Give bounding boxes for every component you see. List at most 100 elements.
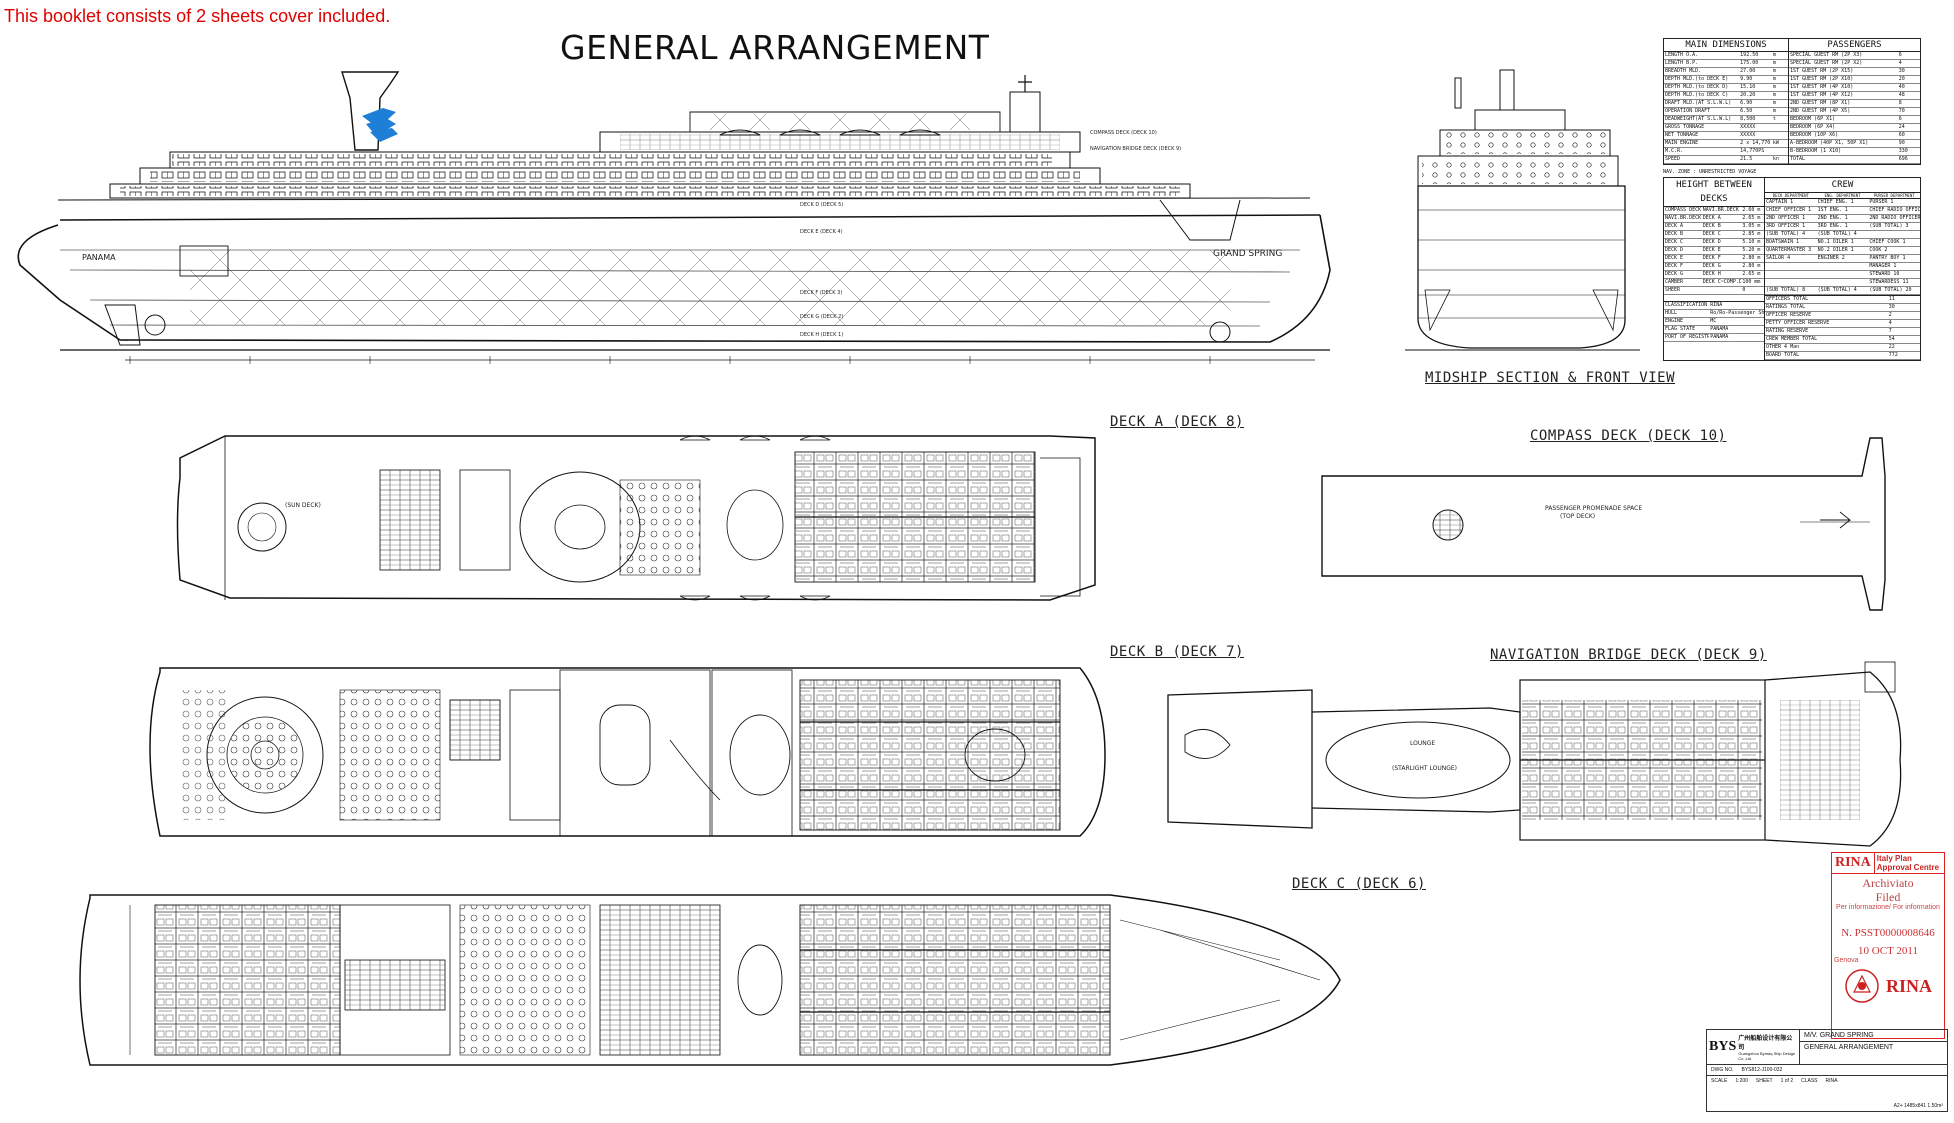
table-cell: 20 — [1898, 76, 1905, 82]
table-cell: DECK H — [1702, 271, 1721, 277]
table-cell: NO.2 OILER 1 — [1817, 247, 1854, 253]
table-cell: 696 — [1898, 156, 1908, 162]
table-cell: M.C.R. — [1665, 148, 1684, 154]
table-cell: Ro/Ro-Passenger Ship — [1710, 310, 1764, 316]
table-cell: 22 — [1888, 344, 1895, 350]
table-cell: PANAMA — [1710, 326, 1729, 332]
table-cell: SPECIAL GUEST RM (2P X2) — [1790, 60, 1863, 66]
table-cell: DEPTH MLD.(to DECK E) — [1665, 76, 1729, 82]
table-cell: 5.20 m — [1742, 247, 1761, 253]
table-cell: 2.65 m — [1742, 215, 1761, 221]
profile-deck-label: DECK G (DECK 2) — [800, 314, 843, 320]
table-cell: DEPTH MLD.(to DECK D) — [1665, 84, 1729, 90]
deck-b-plan — [149, 667, 1106, 837]
table-cell: 2ND RADIO OFFICER 1 — [1869, 215, 1920, 221]
table-cell: 8 — [1898, 100, 1902, 106]
table-cell: DECK A — [1702, 215, 1721, 221]
table-cell: DEPTH MLD.(to DECK C) — [1665, 92, 1729, 98]
table-cell: m — [1772, 68, 1776, 74]
profile-deck-label: DECK D (DECK 5) — [800, 202, 843, 208]
table-cell: m — [1772, 52, 1776, 58]
table-cell: 27.00 — [1740, 68, 1756, 74]
table-cell: TOTAL — [1790, 156, 1806, 162]
sheet: 1 of 2 — [1780, 1078, 1794, 1084]
table-cell: NAVI.BR.DECK — [1665, 215, 1702, 221]
compass-space-label: PASSENGER PROMENADE SPACE — [1545, 505, 1642, 512]
table-cell: CHIEF OFFICER 1 — [1766, 207, 1812, 213]
label-deck-a: DECK A (DECK 8) — [1110, 414, 1244, 430]
table-cell: STEWARDESS 11 — [1869, 279, 1909, 285]
table-cell: 330 — [1898, 148, 1908, 154]
table-cell: 14,770PS — [1740, 148, 1765, 154]
profile-deck-label: DECK F (DECK 3) — [800, 290, 842, 296]
table-row: BEDROOM (6P X1)6 — [1789, 116, 1920, 124]
table-row: MANAGER 1 — [1765, 263, 1920, 271]
table-cell: SPEED — [1665, 156, 1681, 162]
table-cell: 8,500 — [1740, 116, 1756, 122]
table-cell: DECK G — [1665, 271, 1684, 277]
crew-column-header: PURSER DEPARTMENT — [1873, 193, 1915, 198]
table-cell: PETTY OFFICER RESERVE — [1766, 320, 1830, 326]
table-cell — [1765, 279, 1817, 286]
table-cell: 175.00 — [1740, 60, 1759, 66]
deck-a-plan: (SUN DECK) — [176, 435, 1096, 601]
drawing-title: GENERAL ARRANGEMENT — [560, 28, 990, 67]
table-cell: RATING RESERVE — [1766, 328, 1809, 334]
table-row: SPECIAL GUEST RM (2P X3)6 — [1789, 52, 1920, 60]
table-cell: DRAFT MLD.(AT S.L.W.L) — [1665, 100, 1732, 106]
table-cell: CHIEF COOK 1 — [1869, 239, 1906, 245]
table-cell: COMPASS DECK — [1665, 207, 1702, 213]
profile-deck-label: DECK E (DECK 4) — [800, 229, 843, 235]
table-cell: 60 — [1898, 132, 1905, 138]
table-row: SPECIAL GUEST RM (2P X2)4 — [1789, 60, 1920, 68]
stamp-org: RINA — [1832, 853, 1875, 873]
label-deck-b: DECK B (DECK 7) — [1110, 644, 1244, 660]
table-cell: 2.80 m — [1742, 255, 1761, 261]
table-cell: t — [1772, 116, 1776, 122]
table-cell — [1765, 271, 1817, 278]
table-row: M.C.R. 14,770PS — [1664, 148, 1788, 156]
table-cell: 2ND ENG. 1 — [1817, 215, 1848, 221]
table-cell: 772 — [1888, 352, 1898, 358]
table-cell: OPERATION DRAFT — [1665, 108, 1711, 114]
table-cell: BREADTH MLD. — [1665, 68, 1702, 74]
stamp-status-2: Filed — [1875, 890, 1901, 904]
table-cell: DECK C~COMP.DECK — [1702, 279, 1742, 285]
table-cell — [1817, 279, 1869, 286]
table-cell: OFFICERS TOTAL — [1766, 296, 1809, 302]
profile-deck-labels: COMPASS DECK (DECK 10) NAVIGATION BRIDGE… — [800, 130, 1181, 338]
table-cell: 3.05 m — [1742, 223, 1761, 229]
table-cell: 11 — [1888, 296, 1895, 302]
nav-zone: NAV. ZONE : UNRESTRICTED VOYAGE — [1663, 169, 1757, 175]
title-block-title: GENERAL ARRANGEMENT — [1804, 1044, 1894, 1051]
table-row: (SUB TOTAL) 4(SUB TOTAL) 4 — [1765, 231, 1920, 239]
table-cell: m — [1772, 76, 1776, 82]
title-block: BYS 广州船舶设计有限公司 Guangzhou Bymaq Ship Desi… — [1706, 1029, 1948, 1112]
table-cell: DECK B — [1702, 223, 1721, 229]
main-dimensions-title: MAIN DIMENSIONS — [1664, 39, 1788, 52]
table-cell: BEDROOM (10P X6) — [1790, 132, 1839, 138]
table-cell — [1817, 271, 1869, 278]
table-cell: MANAGER 1 — [1869, 263, 1897, 269]
table-cell: 2.85 m — [1742, 231, 1761, 237]
table-cell: m — [1772, 84, 1776, 90]
table-cell: MAIN ENGINE — [1665, 140, 1699, 146]
table-cell — [1702, 287, 1742, 294]
